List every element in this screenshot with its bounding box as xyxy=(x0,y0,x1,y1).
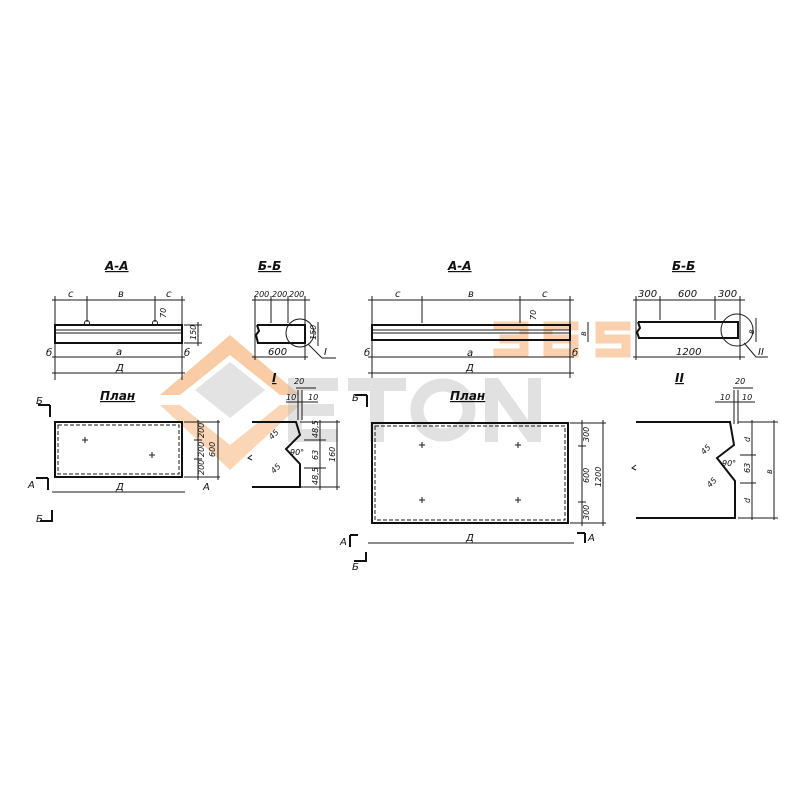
dim-label: с xyxy=(68,289,74,300)
dim-label: с xyxy=(395,289,401,300)
dim-label: 300 xyxy=(718,289,737,300)
dim-label: 150 xyxy=(309,325,318,340)
dim-label: 1200 xyxy=(676,347,701,358)
dim-label: 160 xyxy=(328,447,337,462)
dim-label: 600 xyxy=(678,289,697,300)
dim-label: 600 xyxy=(208,442,217,457)
dim-label: 200 xyxy=(197,442,206,457)
detail-title: II xyxy=(675,371,684,385)
dim-label: 45 xyxy=(699,443,713,457)
detail-callout-circle xyxy=(720,313,754,347)
left-section-bb: Б-Б 200 200 200 150 600 I xyxy=(252,259,336,360)
dim-label: 20 xyxy=(735,377,745,386)
dim-label: 10 xyxy=(720,393,730,402)
dim-label: б xyxy=(46,347,52,359)
detail-callout-circle xyxy=(285,318,315,348)
dim-label: 48,5 xyxy=(311,467,320,485)
right-plan: План 300 600 300 1200 Д Б А Б А xyxy=(339,389,606,573)
angle-label: 90° xyxy=(722,459,736,468)
dim-label: 70 xyxy=(529,310,538,320)
dim-label: 63 xyxy=(743,463,752,473)
dim-label: 48,5 xyxy=(311,420,320,438)
section-marker: Б xyxy=(36,396,43,407)
dim-label: d xyxy=(743,436,752,442)
section-marker: А xyxy=(587,533,595,544)
dim-label: 200 xyxy=(197,423,206,438)
dim-label: в xyxy=(747,329,756,334)
section-title: А-А xyxy=(447,259,472,273)
dim-label: 150 xyxy=(189,325,198,340)
dim-label: 300 xyxy=(582,427,591,442)
right-section-aa: А-А с в с 70 в б а б Д xyxy=(364,259,589,378)
dim-label: Д xyxy=(465,363,474,374)
plan-title: План xyxy=(450,389,485,403)
section-marker: А xyxy=(27,480,35,491)
dim-label: 600 xyxy=(268,347,287,358)
section-marker: А xyxy=(202,482,210,493)
dim-label: d xyxy=(743,497,752,503)
section-marker: А xyxy=(339,537,347,548)
dim-label: 45 xyxy=(269,462,283,476)
callout-label: I xyxy=(324,347,327,358)
dim-label: 600 xyxy=(582,468,591,483)
callout-label: II xyxy=(758,347,764,358)
dim-label: в xyxy=(118,289,124,300)
detail-title: I xyxy=(272,371,277,385)
plan-title: План xyxy=(100,389,135,403)
section-marker: Б xyxy=(36,514,43,525)
dim-label: Д xyxy=(115,482,124,493)
dim-label: а xyxy=(467,348,473,359)
dim-label: б xyxy=(364,347,370,359)
dim-label: с xyxy=(166,289,172,300)
dim-label: 20 xyxy=(294,377,304,386)
dim-label: в xyxy=(468,289,474,300)
section-marker: Б xyxy=(352,562,359,573)
angle-label: 90° xyxy=(290,448,304,457)
dim-label: Д xyxy=(465,533,474,544)
dim-label: Д xyxy=(115,363,124,374)
dim-label: с xyxy=(542,289,548,300)
dim-label: 10 xyxy=(742,393,752,402)
dim-label: 300 xyxy=(638,289,657,300)
dim-label: в xyxy=(579,331,588,336)
dim-label: 200 xyxy=(254,290,269,299)
section-title: А-А xyxy=(104,259,129,273)
section-marker: Б xyxy=(352,393,359,404)
left-section-aa: А-А с в с 70 150 б а б Д xyxy=(46,259,202,380)
dim-label: 63 xyxy=(311,450,320,460)
dim-label: 1200 xyxy=(594,467,603,487)
right-section-bb: Б-Б 300 600 300 в 1200 II xyxy=(633,259,768,360)
dim-label: 300 xyxy=(582,505,591,520)
dim-label: 70 xyxy=(159,308,168,318)
section-title: Б-Б xyxy=(258,259,281,273)
dim-label: 200 xyxy=(272,290,287,299)
dim-label: в xyxy=(765,469,774,474)
section-title: Б-Б xyxy=(672,259,695,273)
dim-label: 45 xyxy=(705,476,719,490)
dim-label: 10 xyxy=(308,393,318,402)
dim-label: 200 xyxy=(197,460,206,475)
left-plan: План 200 200 200 600 Д Б А Б А xyxy=(27,389,220,525)
dim-label: 200 xyxy=(289,290,304,299)
watermark-logo xyxy=(160,321,631,470)
dim-label: б xyxy=(184,347,190,359)
dim-label: а xyxy=(116,347,122,358)
dim-label: б xyxy=(572,347,578,359)
detail-ii: II 20 10 10 45 45 90° d 63 d в xyxy=(631,371,778,520)
dim-label: 10 xyxy=(286,393,296,402)
